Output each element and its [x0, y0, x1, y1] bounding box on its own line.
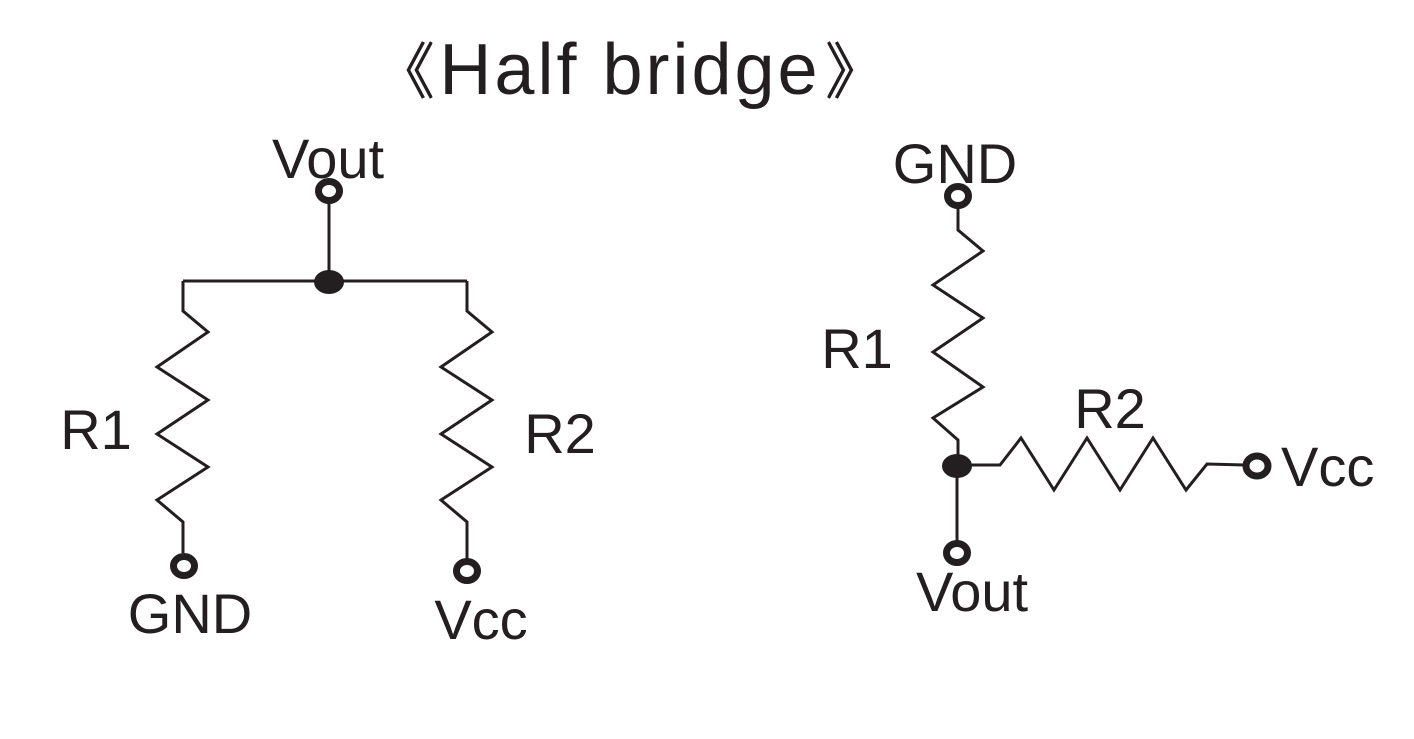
right-vout-label: Vout: [915, 560, 1029, 623]
left-vout-label: Vout: [271, 127, 385, 190]
right-r2-label: R2: [1074, 377, 1146, 440]
junction-dot: [942, 454, 972, 478]
right-double-angle-bracket-icon: [827, 41, 854, 99]
vout-terminal: [315, 178, 343, 204]
vcc-terminal: [1242, 452, 1272, 480]
left-r1-label: R1: [60, 398, 132, 461]
r2-resistor: [438, 281, 495, 559]
right-r1-label: R1: [821, 317, 893, 380]
left-circuit: [154, 178, 495, 584]
r2-resistor: [957, 435, 1246, 493]
right-gnd-label: GND: [892, 132, 1018, 195]
figure-title-text: Half bridge: [439, 30, 821, 110]
right-circuit: [930, 183, 1272, 566]
vcc-terminal: [453, 558, 481, 584]
r1-resistor: [154, 281, 211, 553]
r1-resistor: [930, 206, 986, 460]
gnd-terminal: [944, 183, 972, 209]
vout-terminal: [943, 540, 971, 566]
left-double-angle-bracket-icon: [406, 41, 433, 99]
right-vcc-label: Vcc: [1281, 435, 1375, 498]
figure-title: Half bridge: [404, 34, 855, 106]
left-gnd-label: GND: [127, 582, 253, 645]
junction-dot: [314, 270, 344, 294]
left-vcc-label: Vcc: [434, 588, 528, 651]
gnd-terminal: [170, 553, 198, 579]
left-r2-label: R2: [524, 402, 596, 465]
